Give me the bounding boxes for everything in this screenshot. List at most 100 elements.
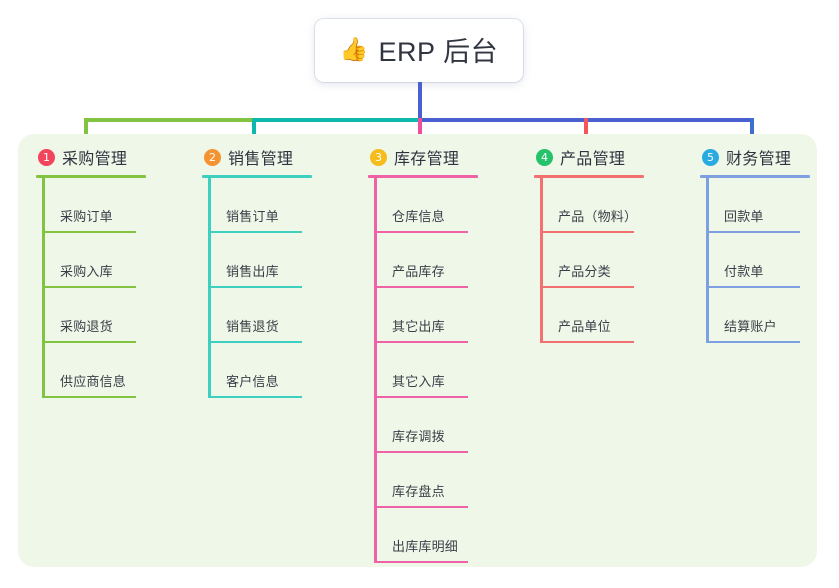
leaf-label: 供应商信息	[60, 374, 127, 389]
branch-number-badge: 4	[536, 148, 553, 166]
leaf-label: 产品库存	[392, 264, 445, 279]
leaf-label: 其它入库	[392, 374, 445, 389]
leaf-underline	[374, 561, 468, 563]
branch-leaf-item[interactable]: 库存盘点	[374, 453, 526, 508]
branch-trunk-line	[42, 178, 45, 398]
leaf-label: 仓库信息	[392, 209, 445, 224]
branch-body: 仓库信息产品库存其它出库其它入库库存调拨库存盘点出库库明细	[368, 178, 526, 563]
leaf-label: 销售订单	[226, 209, 279, 224]
branch-trunk-line	[540, 178, 543, 343]
leaf-underline	[374, 231, 468, 233]
leaf-label: 产品（物料）	[558, 209, 638, 224]
branch-leaf-item[interactable]: 仓库信息	[374, 178, 526, 233]
leaf-underline	[706, 341, 800, 343]
leaf-underline	[706, 231, 800, 233]
leaf-underline	[208, 286, 302, 288]
branch-leaf-item[interactable]: 其它入库	[374, 343, 526, 398]
branch-underline	[534, 175, 644, 178]
branch-number-badge: 1	[38, 148, 55, 166]
leaf-label: 回款单	[724, 209, 764, 224]
leaf-underline	[42, 231, 136, 233]
branch-leaf-item[interactable]: 产品单位	[540, 288, 692, 343]
branch-leaf-item[interactable]: 客户信息	[208, 343, 360, 398]
leaf-label: 产品单位	[558, 319, 611, 334]
branch-leaf-item[interactable]: 结算账户	[706, 288, 839, 343]
branch-leaf-item[interactable]: 采购订单	[42, 178, 194, 233]
leaf-label: 付款单	[724, 264, 764, 279]
branch-leaf-item[interactable]: 供应商信息	[42, 343, 194, 398]
leaf-underline	[374, 341, 468, 343]
leaf-underline	[42, 396, 136, 398]
branch-underline	[368, 175, 478, 178]
leaf-underline	[540, 231, 634, 233]
branch-leaf-item[interactable]: 销售订单	[208, 178, 360, 233]
branch-leaf-item[interactable]: 销售退货	[208, 288, 360, 343]
leaf-underline	[208, 231, 302, 233]
leaf-label: 销售出库	[226, 264, 279, 279]
leaf-underline	[208, 341, 302, 343]
branch-body: 采购订单采购入库采购退货供应商信息	[36, 178, 194, 398]
leaf-label: 其它出库	[392, 319, 445, 334]
leaf-underline	[706, 286, 800, 288]
branch-column-财务管理: 5 财务管理回款单付款单结算账户	[700, 144, 839, 343]
root-node-title: ERP 后台	[378, 37, 499, 67]
branch-leaf-item[interactable]: 销售出库	[208, 233, 360, 288]
branch-header[interactable]: 4 产品管理	[534, 144, 692, 170]
branch-title: 销售管理	[228, 151, 294, 168]
leaf-label: 库存盘点	[392, 484, 445, 499]
branch-body: 销售订单销售出库销售退货客户信息	[202, 178, 360, 398]
branch-leaf-item[interactable]: 付款单	[706, 233, 839, 288]
branch-underline	[36, 175, 146, 178]
branch-number-badge: 5	[702, 148, 719, 166]
leaf-underline	[374, 396, 468, 398]
branch-header[interactable]: 5 财务管理	[700, 144, 839, 170]
leaf-underline	[540, 286, 634, 288]
diagram-panel	[18, 134, 817, 567]
branch-body: 产品（物料） 产品分类产品单位	[534, 178, 692, 343]
leaf-label: 客户信息	[226, 374, 279, 389]
leaf-underline	[208, 396, 302, 398]
branch-header[interactable]: 1 采购管理	[36, 144, 194, 170]
branch-title: 产品管理	[560, 151, 626, 168]
leaf-label: 出库库明细	[392, 539, 459, 554]
branch-title: 库存管理	[394, 151, 460, 168]
branch-column-产品管理: 4 产品管理产品（物料） 产品分类产品单位	[534, 144, 692, 343]
connector-bus-teal	[252, 118, 420, 122]
root-node-card[interactable]: 👍 ERP 后台	[315, 19, 523, 82]
leaf-underline	[374, 286, 468, 288]
leaf-underline	[540, 341, 634, 343]
leaf-label: 销售退货	[226, 319, 279, 334]
branch-leaf-item[interactable]: 库存调拨	[374, 398, 526, 453]
branch-number-badge: 3	[370, 148, 387, 166]
leaf-label: 采购入库	[60, 264, 113, 279]
branch-leaf-item[interactable]: 回款单	[706, 178, 839, 233]
branch-trunk-line	[706, 178, 709, 343]
branch-column-采购管理: 1 采购管理采购订单采购入库采购退货供应商信息	[36, 144, 194, 398]
branch-leaf-item[interactable]: 采购入库	[42, 233, 194, 288]
branch-leaf-item[interactable]: 其它出库	[374, 288, 526, 343]
thumbs-up-icon: 👍	[339, 36, 369, 62]
branch-title: 财务管理	[726, 151, 792, 168]
branch-underline	[202, 175, 312, 178]
branch-leaf-item[interactable]: 采购退货	[42, 288, 194, 343]
connector-root-stem	[418, 82, 422, 122]
branch-trunk-line	[208, 178, 211, 398]
leaf-label: 产品分类	[558, 264, 611, 279]
branch-underline	[700, 175, 810, 178]
branch-leaf-item[interactable]: 产品分类	[540, 233, 692, 288]
branch-column-库存管理: 3 库存管理仓库信息产品库存其它出库其它入库库存调拨库存盘点出库库明细	[368, 144, 526, 563]
root-node-content: 👍 ERP 后台	[340, 30, 498, 69]
leaf-underline	[374, 506, 468, 508]
leaf-label: 结算账户	[724, 319, 777, 334]
branch-title: 采购管理	[62, 151, 128, 168]
leaf-label: 采购订单	[60, 209, 113, 224]
branch-leaf-item[interactable]: 出库库明细	[374, 508, 526, 563]
leaf-label: 库存调拨	[392, 429, 445, 444]
leaf-underline	[42, 341, 136, 343]
branch-leaf-item[interactable]: 产品（物料）	[540, 178, 692, 233]
branch-header[interactable]: 3 库存管理	[368, 144, 526, 170]
branch-leaf-item[interactable]: 产品库存	[374, 233, 526, 288]
leaf-underline	[374, 451, 468, 453]
